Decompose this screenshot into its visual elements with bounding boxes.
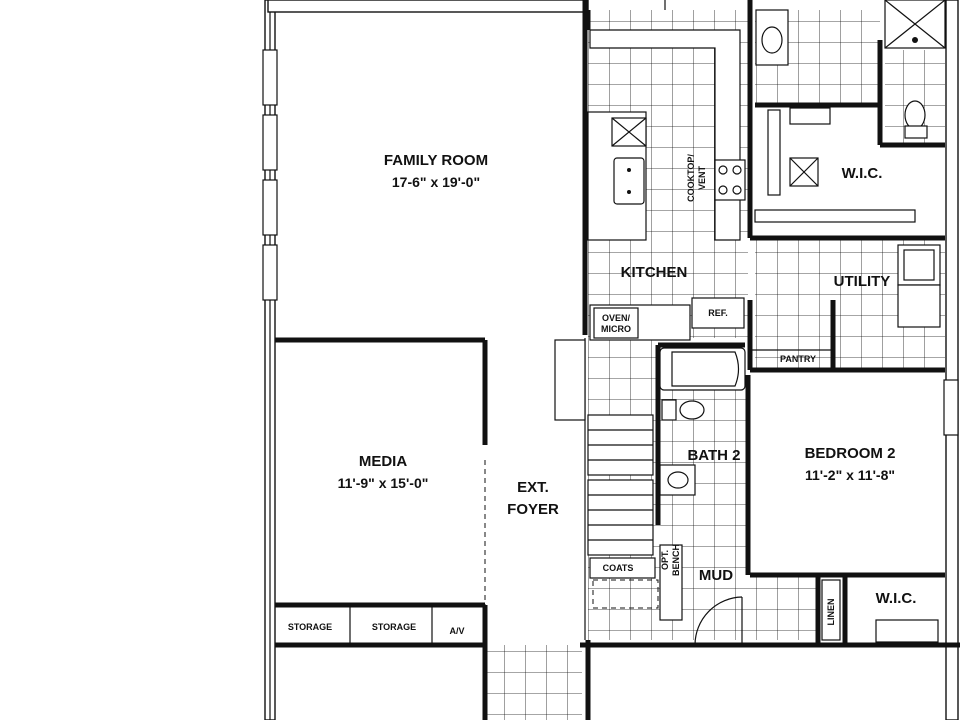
master-bath-fixtures [755, 0, 946, 139]
bath2-fixtures [659, 347, 746, 496]
utility-name: UTILITY [834, 273, 891, 290]
oven-micro-label-1: OVEN/ [602, 313, 631, 323]
master-wic-shelving [754, 107, 916, 223]
room-labels: FAMILY ROOM 17-6" x 19'-0" MEDIA 11'-9" … [338, 152, 917, 607]
family-room-size: 17-6" x 19'-0" [392, 174, 480, 190]
mud-area [589, 544, 939, 646]
family-room-name: FAMILY ROOM [384, 152, 488, 169]
mud-name: MUD [699, 567, 733, 584]
kitchen-counters [587, 29, 746, 341]
cooktop-label-1: COOKTOP/ [686, 154, 696, 202]
foyer-line1: EXT. [517, 479, 549, 496]
opt-bench-label-1: OPT. [660, 550, 670, 570]
exterior-walls [264, 0, 959, 720]
ref-label: REF. [708, 308, 728, 318]
storage-label-1: STORAGE [288, 622, 332, 632]
stairs [554, 339, 654, 556]
storage-label-2: STORAGE [372, 622, 416, 632]
av-label: A/V [449, 626, 464, 636]
windows-left [262, 49, 278, 301]
media-size: 11'-9" x 15'-0" [338, 475, 429, 491]
kitchen-name: KITCHEN [621, 264, 688, 281]
bedroom2-size: 11'-2" x 11'-8" [805, 467, 895, 483]
cooktop-label-2: VENT [697, 166, 707, 191]
interior-walls [275, 0, 960, 720]
bedroom2-wic-name: W.I.C. [876, 590, 917, 607]
oven-micro-label-2: MICRO [601, 324, 631, 334]
utility-appliances [897, 244, 941, 328]
coats-label: COATS [603, 563, 634, 573]
opt-bench-label-2: BENCH [671, 544, 681, 576]
bedroom2-name: BEDROOM 2 [805, 445, 896, 462]
fixture-labels: OVEN/ MICRO REF. COOKTOP/ VENT PANTRY ST… [288, 154, 836, 636]
window-right [943, 379, 959, 436]
bath2-name: BATH 2 [687, 447, 740, 464]
media-name: MEDIA [359, 453, 408, 470]
linen-label: LINEN [826, 599, 836, 626]
pantry-label: PANTRY [780, 354, 816, 364]
master-wic-name: W.I.C. [842, 165, 883, 182]
foyer-line2: FOYER [507, 501, 559, 518]
